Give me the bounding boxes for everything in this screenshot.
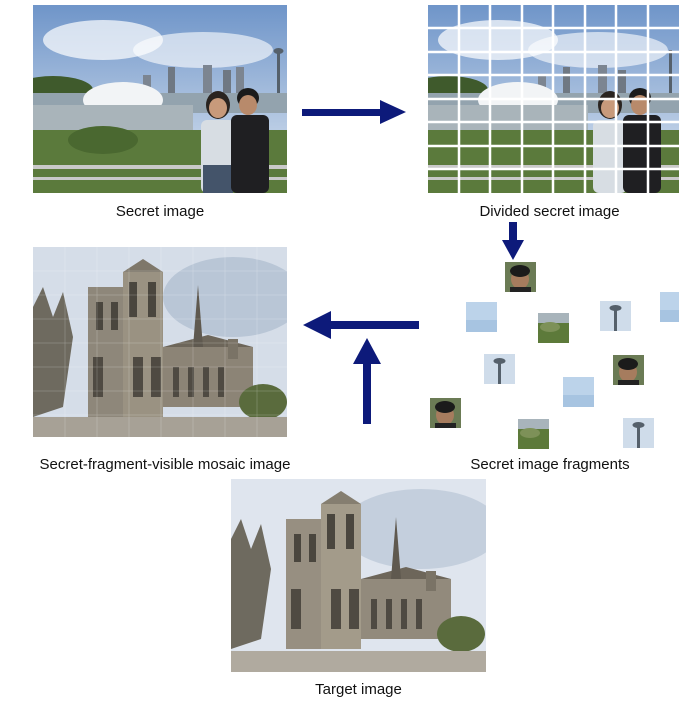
arrow-right <box>302 100 406 124</box>
fragment-tile-sky <box>563 377 594 407</box>
arrow-left <box>303 311 419 339</box>
fragment-tile-tower <box>484 354 515 384</box>
target-image <box>231 479 486 672</box>
arrow-up <box>353 338 381 424</box>
fragment-tile-face <box>613 355 644 385</box>
fragment-tile-face <box>430 398 461 428</box>
fragment-tile-sky <box>466 302 497 332</box>
secret-image-caption: Secret image <box>115 203 205 220</box>
divided-secret-image-caption: Divided secret image <box>479 203 620 220</box>
fragment-tile-tower <box>600 301 631 331</box>
fragment-tile-tower <box>623 418 654 448</box>
fragment-tile-sky <box>660 292 679 322</box>
fragments-caption: Secret image fragments <box>470 456 630 473</box>
fragment-tile-grass <box>538 313 569 343</box>
fragment-tile-grass <box>518 419 549 449</box>
secret-image <box>33 5 287 193</box>
arrow-down <box>502 222 524 260</box>
mosaic-image-caption: Secret-fragment-visible mosaic image <box>39 456 291 473</box>
fragment-tile-face <box>505 262 536 292</box>
divided-secret-image <box>428 5 679 193</box>
target-image-caption: Target image <box>315 681 402 698</box>
mosaic-image <box>33 247 287 437</box>
